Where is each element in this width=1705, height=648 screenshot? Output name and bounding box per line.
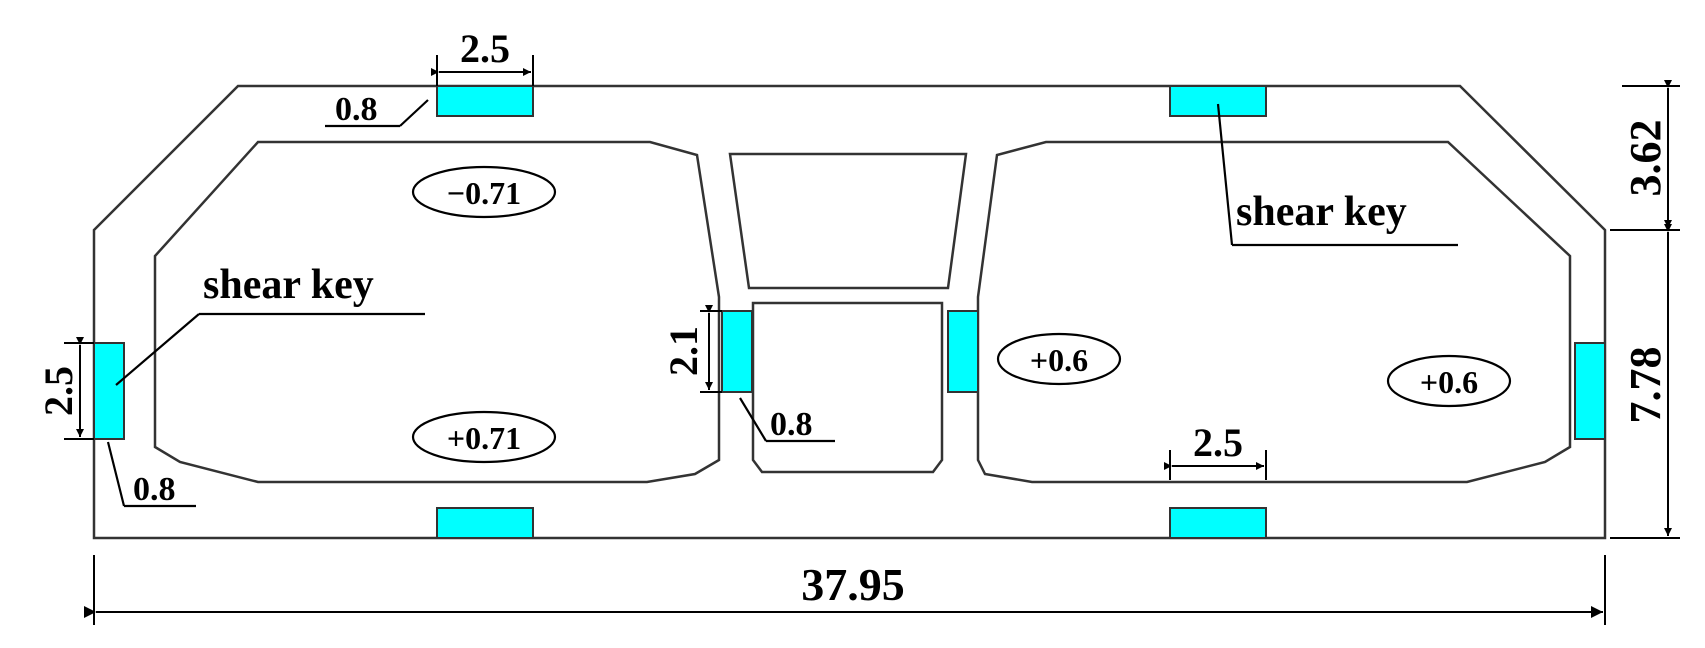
dimension-total-width: 37.95 [84,555,1606,625]
offset-center: 0.8 [739,397,835,443]
dimension-key-center-height-label: 2.1 [661,326,706,376]
offset-center-label: 0.8 [770,406,813,443]
value-oval-left-bottom: +0.71 [411,410,557,464]
dimension-key-left-height-label: 2.5 [36,366,81,416]
left-cell [153,140,721,484]
shear-key-left-wall [93,342,125,440]
value-right-outer: +0.6 [1420,364,1478,400]
offset-left-label: 0.8 [133,471,176,508]
shear-key-label-left-group: shear key [115,262,425,386]
value-oval-left-top: −0.71 [411,165,557,219]
central-upper-cell [728,152,968,290]
dimension-right-heights: 3.62 7.78 [1610,80,1680,539]
dimension-key-top-width-label: 2.5 [460,26,510,71]
value-oval-right-inner: +0.6 [996,332,1122,386]
shear-key-bottom-right [1169,507,1267,539]
dimension-key-bottom-width-label: 2.5 [1193,420,1243,465]
shear-key-center-left [721,310,753,393]
offset-top-left: 0.8 [325,91,429,128]
outer-outline [92,84,1607,540]
dimension-upper-height-label: 3.62 [1621,120,1670,197]
shear-key-label-right: shear key [1236,189,1407,235]
shear-key-center-right [947,310,979,393]
shear-key-bottom-left [436,507,534,539]
shear-key-top-left [436,85,534,117]
dimension-key-top-width: 2.5 [431,26,534,86]
dimension-key-bottom-width: 2.5 [1164,420,1267,480]
shear-key-right-wall [1574,342,1606,440]
value-left-top: −0.71 [447,175,521,211]
offset-top-left-label: 0.8 [335,91,378,128]
dimension-lower-height-label: 7.78 [1621,347,1670,424]
shear-key-label-right-group: shear key [1216,103,1458,247]
value-left-bottom: +0.71 [447,420,521,456]
dimension-key-left-height: 2.5 [36,337,94,440]
offset-left: 0.8 [106,441,196,508]
value-oval-right-outer: +0.6 [1386,354,1512,408]
dimension-total-width-label: 37.95 [801,559,905,610]
central-lower-cell [751,301,944,474]
dimension-key-center-height: 2.1 [661,305,722,393]
shear-key-label-left: shear key [203,262,374,308]
value-right-inner: +0.6 [1030,342,1088,378]
